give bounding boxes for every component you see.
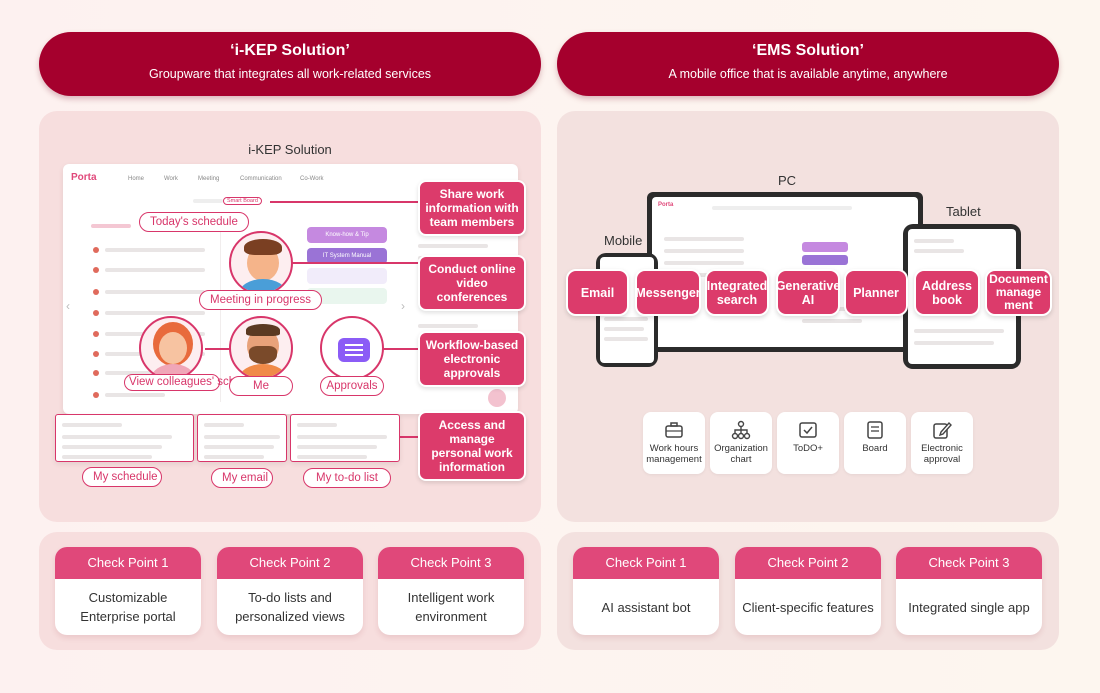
ikep-checkpoint-2: Check Point 2 To-do lists and personaliz… xyxy=(217,547,363,635)
ems-checkpoint-3: Check Point 3 Integrated single app xyxy=(896,547,1042,635)
today-schedule-pill: Today's schedule xyxy=(139,212,249,232)
ikep-checkpoint-1: Check Point 1 Customizable Enterprise po… xyxy=(55,547,201,635)
work-hours-label: Work hours management xyxy=(646,443,702,465)
email-widget xyxy=(197,414,287,462)
edit-icon xyxy=(933,421,952,439)
ems-checkpoint-1: Check Point 1 AI assistant bot xyxy=(573,547,719,635)
generative-ai-chip: Generative AI xyxy=(776,269,840,316)
it-manual-button: IT System Manual xyxy=(307,248,387,264)
colleagues-pill: View colleagues' schedules xyxy=(124,374,269,391)
todo-icon xyxy=(799,422,817,438)
knowhow-label: Know-how & Tip xyxy=(325,232,369,238)
board-icon xyxy=(867,421,883,439)
ems-checkpoint-3-text: Integrated single app xyxy=(908,599,1030,615)
me-pill: Me xyxy=(229,376,293,396)
integrated-search-chip: Integrated search xyxy=(705,269,769,316)
todo-feature: ToDO+ xyxy=(777,412,839,474)
ems-checkpoint-2: Check Point 2 Client-specific features xyxy=(735,547,881,635)
portal-nav-communication: Communication xyxy=(240,176,282,182)
approvals-pill: Approvals xyxy=(320,376,384,396)
portal-nav-meeting: Meeting xyxy=(198,176,220,182)
planner-chip: Planner xyxy=(844,269,908,316)
knowhow-button: Know-how & Tip xyxy=(307,227,387,243)
prev-arrow-icon[interactable]: ‹ xyxy=(66,299,70,313)
ikep-checkpoint-1-label: Check Point 1 xyxy=(55,547,201,579)
meeting-pill: Meeting in progress xyxy=(199,290,322,310)
portal-logo: Porta xyxy=(71,172,97,183)
document-management-chip: Document manage ment xyxy=(985,269,1052,316)
email-chip: Email xyxy=(566,269,629,316)
ikep-title: ‘i-KEP Solution’ xyxy=(230,42,350,59)
electronic-approval-feature: Electronic approval xyxy=(911,412,973,474)
portal-nav-work: Work xyxy=(164,176,178,182)
ems-checkpoint-2-text: Client-specific features xyxy=(742,599,874,615)
messenger-chip: Messenger xyxy=(635,269,701,316)
ikep-checkpoint-1-text: Customizable Enterprise portal xyxy=(80,590,176,624)
ems-checkpoint-3-label: Check Point 3 xyxy=(896,547,1042,579)
ikep-checkpoint-2-label: Check Point 2 xyxy=(217,547,363,579)
briefcase-icon xyxy=(665,422,683,438)
org-chart-feature: Organization chart xyxy=(710,412,772,474)
org-chart-icon xyxy=(731,420,751,440)
mobile-label: Mobile xyxy=(604,233,643,248)
ems-checkpoint-2-label: Check Point 2 xyxy=(735,547,881,579)
ems-checkpoint-1-text: AI assistant bot xyxy=(601,599,691,615)
ikep-header: ‘i-KEP Solution’ Groupware that integrat… xyxy=(39,32,541,96)
todo-label: ToDO+ xyxy=(793,443,823,454)
approvals-avatar xyxy=(320,316,384,380)
portal-nav-home: Home xyxy=(128,176,145,182)
ikep-checkpoint-3: Check Point 3 Intelligent work environme… xyxy=(378,547,524,635)
work-hours-feature: Work hours management xyxy=(643,412,705,474)
colleagues-label: View colleagues' schedules xyxy=(129,376,270,388)
video-callout: Conduct online video conferences xyxy=(418,255,526,311)
workflow-callout: Workflow-based electronic approvals xyxy=(418,331,526,387)
tablet-label: Tablet xyxy=(946,204,981,219)
list-icon xyxy=(338,338,370,362)
meeting-avatar xyxy=(229,231,293,295)
colleague-avatar xyxy=(139,316,203,380)
ikep-diagram-title: i-KEP Solution xyxy=(248,142,332,157)
org-chart-label: Organization chart xyxy=(714,443,768,465)
schedule-widget xyxy=(55,414,194,462)
ems-title: ‘EMS Solution’ xyxy=(752,42,864,59)
my-todo-pill: My to-do list xyxy=(303,468,391,488)
ems-subtitle: A mobile office that is available anytim… xyxy=(668,67,948,81)
portal-smart-board: Smart Board xyxy=(223,197,262,205)
ikep-checkpoint-2-text: To-do lists and personalized views xyxy=(235,590,345,624)
pc-label: PC xyxy=(778,173,797,188)
share-callout: Share work information with team members xyxy=(418,180,526,236)
my-schedule-pill: My schedule xyxy=(82,467,162,487)
electronic-approval-label: Electronic approval xyxy=(921,443,963,465)
ems-header: ‘EMS Solution’ A mobile office that is a… xyxy=(557,32,1059,96)
personal-callout: Access and manage personal work informat… xyxy=(418,411,526,481)
ikep-checkpoint-3-text: Intelligent work environment xyxy=(407,590,495,624)
address-book-chip: Address book xyxy=(914,269,980,316)
it-manual-label: IT System Manual xyxy=(322,253,372,259)
ikep-checkpoint-3-label: Check Point 3 xyxy=(378,547,524,579)
next-arrow-icon[interactable]: › xyxy=(401,299,405,313)
board-label: Board xyxy=(862,443,888,454)
ikep-subtitle: Groupware that integrates all work-relat… xyxy=(148,67,432,81)
todo-widget xyxy=(290,414,400,462)
portal-nav-cowork: Co-Work xyxy=(300,176,324,182)
my-email-pill: My email xyxy=(211,468,273,488)
board-feature: Board xyxy=(844,412,906,474)
ems-checkpoint-1-label: Check Point 1 xyxy=(573,547,719,579)
me-avatar xyxy=(229,316,293,380)
